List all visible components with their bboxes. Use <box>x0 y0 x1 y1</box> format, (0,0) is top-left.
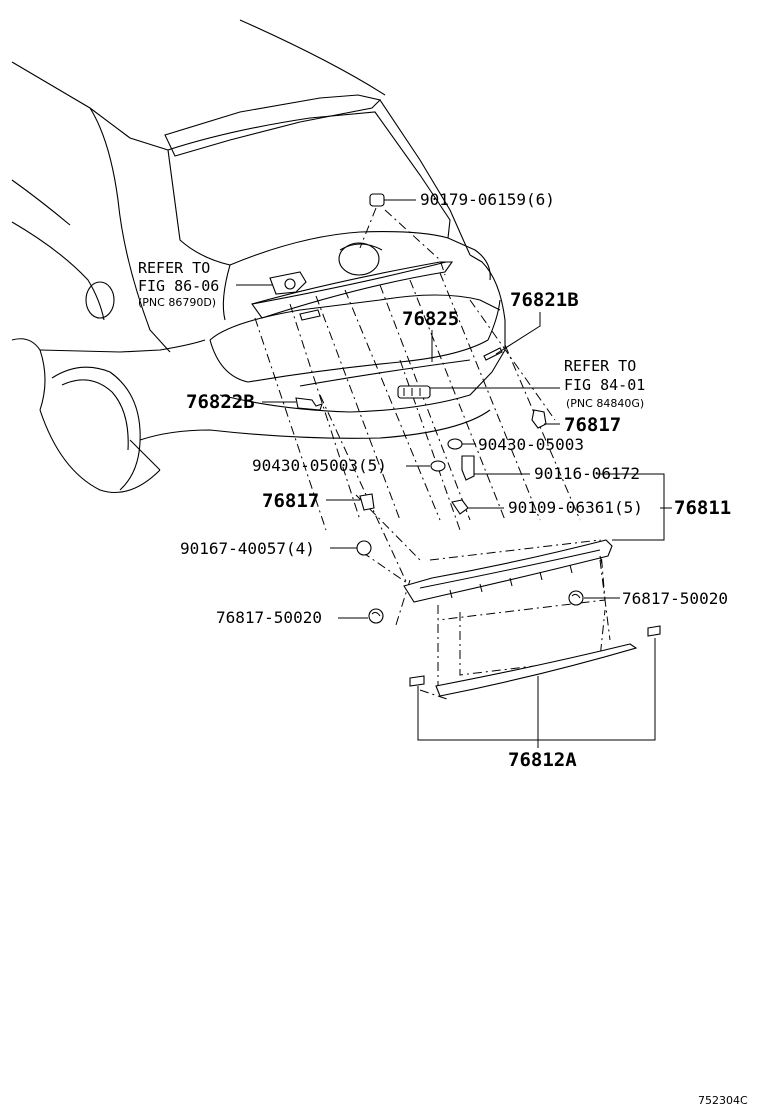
label-90179-06159: 90179-06159(6) <box>420 190 555 209</box>
car-body-outline <box>11 19 506 494</box>
label-90430-05003-5: 90430-05003(5) <box>252 456 387 475</box>
screw-90109-shape <box>451 499 469 515</box>
label-90167-40057: 90167-40057(4) <box>180 539 315 558</box>
parts <box>251 193 661 697</box>
label-76811: 76811 <box>674 497 731 519</box>
nut-90167-shape <box>356 540 372 556</box>
label-76817-right: 76817 <box>564 414 621 436</box>
molding-76825-shape <box>299 359 471 387</box>
label-76817-50020-right: 76817-50020 <box>622 589 728 608</box>
label-refer-86-line1: REFER TO <box>138 259 210 277</box>
clip-76817-right-shape <box>531 409 547 429</box>
lamp-84840g-shape <box>397 385 431 399</box>
label-refer-86-pnc: (PNC 86790D) <box>138 296 216 309</box>
end-piece-right-shape <box>647 625 661 637</box>
end-piece-left-shape <box>409 675 425 687</box>
cap-right-shape <box>568 590 584 606</box>
cap-left-shape <box>368 608 384 624</box>
label-76817-left: 76817 <box>262 490 319 512</box>
label-90430-05003: 90430-05003 <box>478 435 584 454</box>
part-labels: 90179-06159(6) REFER TO FIG 86-06 (PNC 8… <box>138 190 748 1107</box>
label-76812a: 76812A <box>508 749 577 771</box>
bolt-90116-shape <box>461 455 475 481</box>
label-refer-86-line2: FIG 86-06 <box>138 277 219 295</box>
clip-76817-left-shape <box>359 493 375 511</box>
label-90116-06172: 90116-06172 <box>534 464 640 483</box>
leader-lines <box>236 199 672 748</box>
label-refer-84-line2: FIG 84-01 <box>564 376 645 394</box>
label-90109-06361: 90109-06361(5) <box>508 498 643 517</box>
label-76817-50020-left: 76817-50020 <box>216 608 322 627</box>
label-refer-84-line1: REFER TO <box>564 357 636 375</box>
garnish-76811-shape <box>403 539 613 603</box>
clip-90179-shape <box>369 193 385 207</box>
label-76821b: 76821B <box>510 289 579 311</box>
washer-right-shape <box>447 438 463 450</box>
part-76822b-shape <box>295 397 323 411</box>
washer-left-shape <box>430 460 446 472</box>
figure-id: 752304C <box>698 1094 748 1107</box>
label-refer-84-pnc: (PNC 84840G) <box>566 397 644 410</box>
garnish-76825-shape <box>251 261 447 305</box>
camera-bracket-shape <box>269 271 307 295</box>
part-76821b-shape <box>483 347 503 361</box>
label-76825: 76825 <box>402 308 459 330</box>
label-76822b: 76822B <box>186 391 255 413</box>
molding-76812a-shape <box>435 643 638 697</box>
